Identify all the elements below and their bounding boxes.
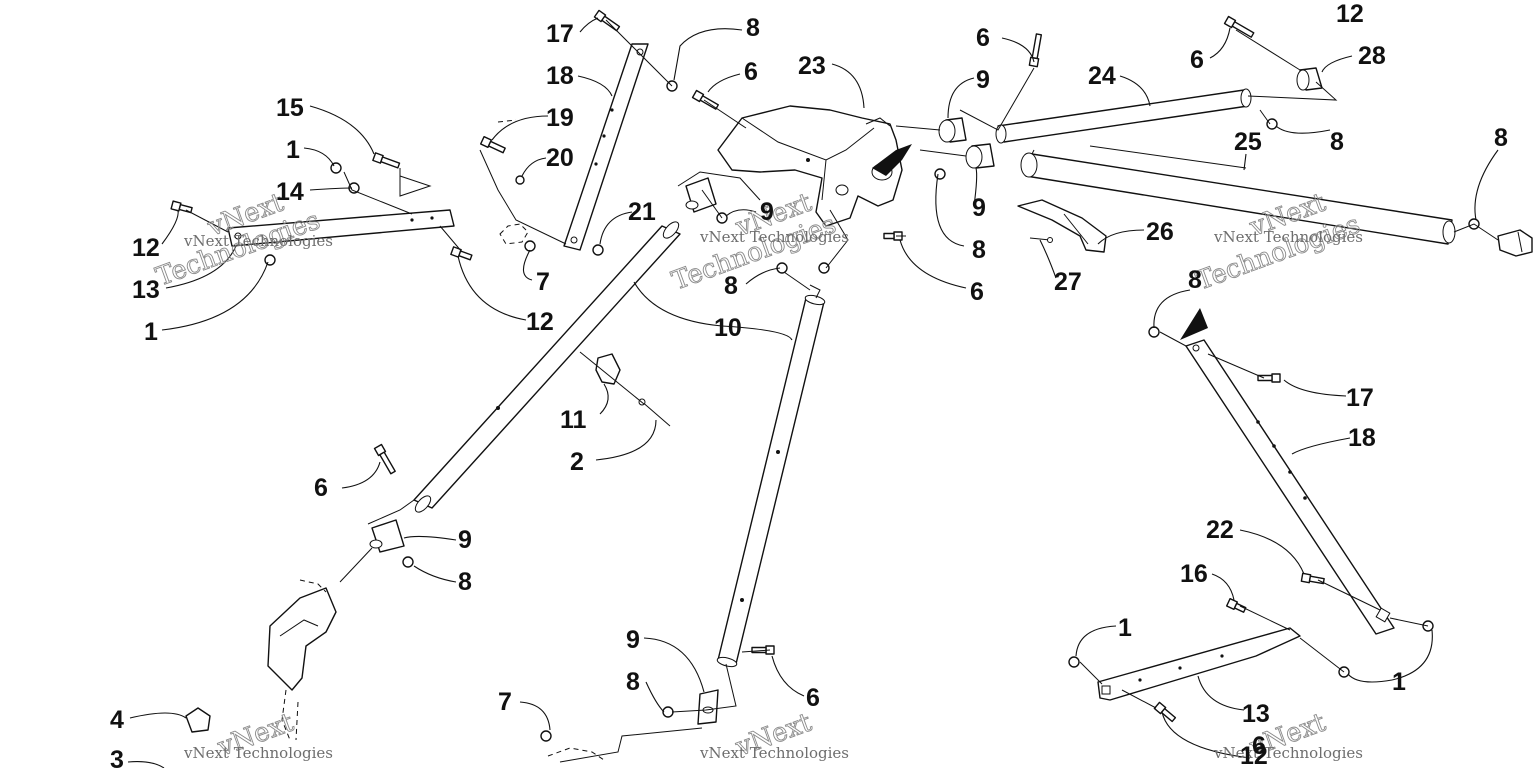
dashed-bracket-7 [497, 119, 605, 761]
rivet-27 [1029, 237, 1053, 243]
callout-8: 8 [724, 272, 738, 300]
callout-21: 21 [628, 198, 656, 226]
callout-23: 23 [798, 52, 826, 80]
callout-3: 3 [110, 746, 124, 768]
watermark-text: vNext Technologies [699, 228, 849, 246]
callout-13: 13 [132, 276, 160, 304]
callout-1: 1 [144, 318, 158, 346]
callout-14: 14 [276, 178, 304, 206]
callout-9: 9 [458, 526, 472, 554]
callout-8: 8 [746, 14, 760, 42]
callout-17: 17 [1346, 384, 1374, 412]
callout-7: 7 [498, 688, 512, 716]
callout-1: 1 [1118, 614, 1132, 642]
callout-8: 8 [626, 668, 640, 696]
part-4-bracket [185, 707, 211, 733]
callout-1: 1 [286, 136, 300, 164]
tube-25 [1020, 152, 1456, 245]
callout-8: 8 [1188, 266, 1202, 294]
callout-18: 18 [1348, 424, 1376, 452]
callout-25: 25 [1234, 128, 1262, 156]
callout-19: 19 [546, 104, 574, 132]
sleeve-9-bottom [697, 689, 719, 725]
bar-13-left [227, 209, 455, 247]
callout-7: 7 [536, 268, 550, 296]
callout-4: 4 [110, 706, 124, 734]
arrow-marker-icon [872, 144, 912, 176]
diagonal-tube-10-left [413, 221, 681, 513]
callout-1: 1 [1392, 668, 1406, 696]
bracket-26 [1017, 199, 1107, 253]
watermark-text: vNext Technologies [1213, 228, 1363, 246]
callout-12: 12 [132, 234, 160, 262]
callout-15: 15 [276, 94, 304, 122]
callout-6: 6 [806, 684, 820, 712]
leader-lines [127, 17, 1499, 768]
callout-9: 9 [976, 66, 990, 94]
sleeve-9-top [685, 177, 717, 213]
callout-6: 6 [976, 24, 990, 52]
callout-8: 8 [972, 236, 986, 264]
assembly-lines [185, 19, 1499, 763]
cap-9-b [965, 143, 995, 169]
vertical-tube-10 [716, 284, 826, 668]
pin-2 [638, 398, 671, 427]
tube-24 [995, 88, 1252, 144]
callout-24: 24 [1088, 62, 1116, 90]
callout-18: 18 [546, 62, 574, 90]
callout-26: 26 [1146, 218, 1174, 246]
callout-9: 9 [972, 194, 986, 222]
watermark-text: vNext Technologies [1213, 744, 1363, 762]
callout-12: 12 [526, 308, 554, 336]
bar-13-right [1097, 627, 1301, 701]
callout-16: 16 [1180, 560, 1208, 588]
callout-8: 8 [1330, 128, 1344, 156]
clamp-fragment-right [1497, 229, 1533, 257]
callout-17: 17 [546, 20, 574, 48]
strap-18-upper [563, 43, 649, 251]
callout-8: 8 [1494, 124, 1508, 152]
callout-12: 12 [1240, 742, 1268, 768]
callout-8: 8 [458, 568, 472, 596]
watermark-text: vNext Technologies [183, 232, 333, 250]
sleeve-9-left [369, 519, 405, 553]
cap-9-a [938, 117, 967, 143]
callout-2: 2 [570, 448, 584, 476]
frame-bracket-fragment [267, 579, 337, 741]
callout-6: 6 [314, 474, 328, 502]
callout-11: 11 [560, 406, 587, 434]
callout-10: 10 [714, 314, 742, 342]
dashed-bracket-7-top [499, 223, 529, 245]
callout-12: 12 [1336, 0, 1364, 28]
callout-22: 22 [1206, 516, 1234, 544]
callout-6: 6 [1190, 46, 1204, 74]
end-cap-28 [1296, 67, 1323, 91]
callout-6: 6 [970, 278, 984, 306]
callout-6: 6 [744, 58, 758, 86]
callout-20: 20 [546, 144, 574, 172]
watermark-text: vNext Technologies [183, 744, 333, 762]
clip-11 [595, 353, 621, 385]
watermark-text: vNext Technologies [699, 744, 849, 762]
strap-18-right [1185, 339, 1395, 635]
arrow-marker-icon [1180, 308, 1208, 340]
callout-9: 9 [626, 626, 640, 654]
callout-9: 9 [760, 198, 774, 226]
callout-labels: 1 1 1 1 2 3 4 6 6 6 6 6 6 6 7 7 8 8 8 8 … [110, 0, 1508, 768]
callout-6: 6 [1252, 732, 1266, 760]
callout-27: 27 [1054, 268, 1082, 296]
callout-28: 28 [1358, 42, 1386, 70]
callout-13: 13 [1242, 700, 1270, 728]
